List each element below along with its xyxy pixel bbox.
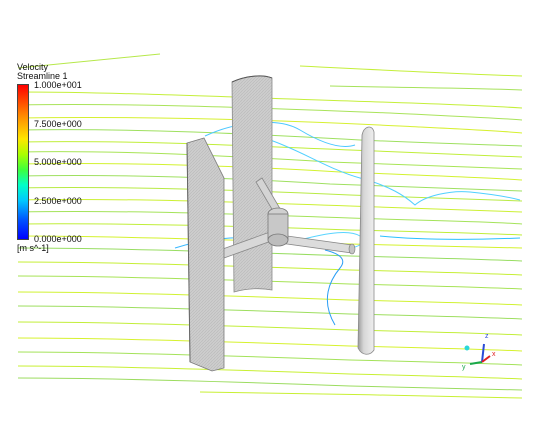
velocity-legend: Velocity Streamline 1 1.000e+001 7.500e+… <box>17 62 137 253</box>
axes-triad: z y x <box>462 333 496 371</box>
blade-right <box>357 126 375 355</box>
axis-x-label: x <box>492 351 496 358</box>
axis-z-label: z <box>485 333 489 340</box>
legend-tick-25: 2.500e+000 <box>34 196 82 206</box>
legend-subtitle: Streamline 1 <box>17 71 68 82</box>
legend-units: [m s^-1] <box>17 243 49 253</box>
color-scale-bar <box>17 84 29 240</box>
blade-back <box>231 75 273 293</box>
legend-tick-50: 5.000e+000 <box>34 157 82 167</box>
axis-y-label: y <box>462 364 466 371</box>
streamlines-slow <box>174 121 521 326</box>
blade-front <box>186 137 225 372</box>
rotor-hub <box>219 177 356 259</box>
legend-tick-min: 0.000e+000 <box>34 234 82 244</box>
legend-tick-75: 7.500e+000 <box>34 119 82 129</box>
legend-tick-max: 1.000e+001 <box>34 80 82 90</box>
legend-title: Velocity <box>17 62 49 72</box>
